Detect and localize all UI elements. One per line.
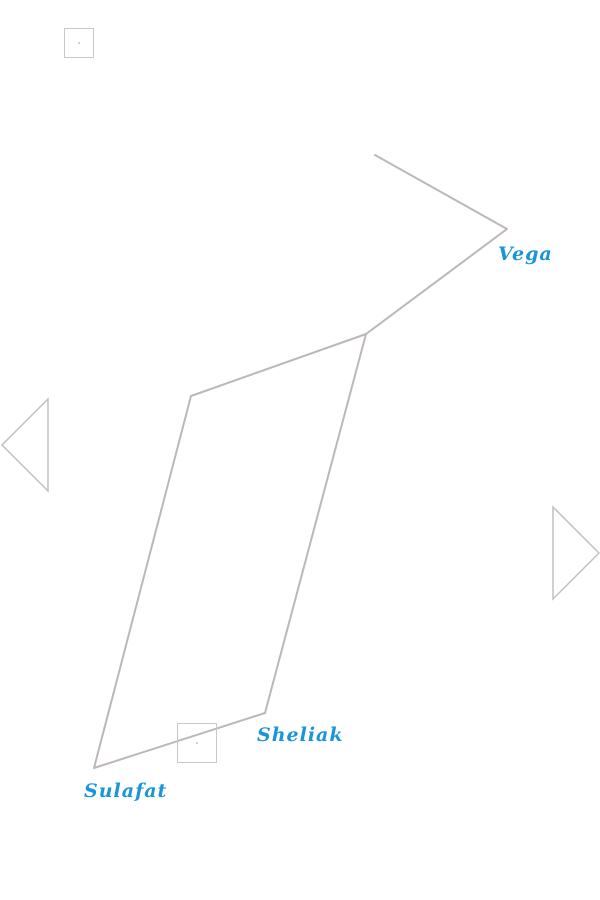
small-square-marker-bottom [177, 723, 217, 763]
triangle-right-icon[interactable] [552, 505, 600, 601]
star-label-sheliak: Sheliak [257, 724, 344, 746]
constellation-lines [93, 154, 508, 769]
star-label-vega: Vega [498, 243, 553, 265]
triangle-left-icon[interactable] [0, 397, 49, 493]
star-label-sulafat: Sulafat [84, 780, 167, 802]
line-parallelogram [93, 333, 367, 769]
small-square-marker-top [64, 28, 94, 58]
line-vega-branch [365, 154, 508, 335]
